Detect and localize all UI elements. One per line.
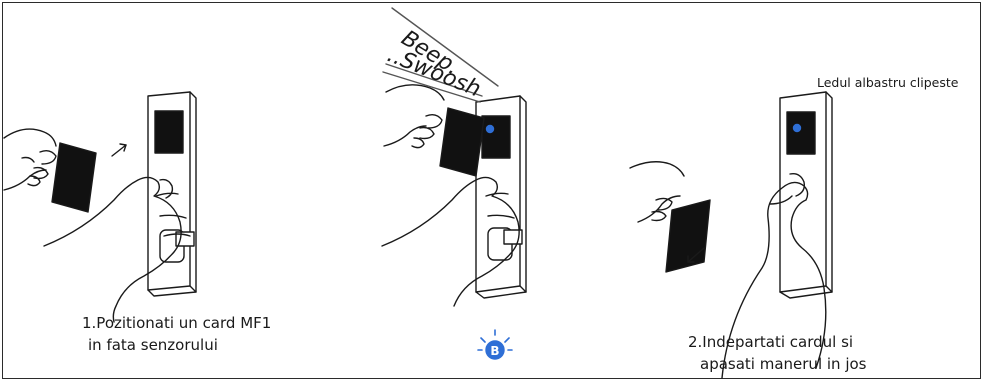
caption-step-2-line-1: 2.Indepartati cardul si bbox=[688, 333, 854, 351]
access-card bbox=[665, 199, 711, 273]
panel-1-hand-on-handle bbox=[43, 176, 191, 323]
reader-window bbox=[481, 115, 511, 159]
caption-step-1: 1.Pozitionati un card MF1 in fata senzor… bbox=[82, 312, 271, 356]
led-note: Ledul albastru clipeste bbox=[817, 75, 959, 90]
caption-step-2-line-2: apasati manerul in jos bbox=[700, 355, 867, 373]
sound-effect: Beep. ..Swoosh bbox=[382, 7, 499, 103]
panel-3-lock bbox=[779, 91, 833, 299]
panel-1-hand-with-card bbox=[3, 128, 97, 213]
led-blue-indicator bbox=[485, 124, 495, 134]
panel-3-hand-pressing-handle bbox=[721, 181, 827, 379]
led-blue-indicator bbox=[792, 123, 802, 133]
motion-arrow-1-head bbox=[119, 143, 127, 152]
access-card bbox=[439, 107, 485, 177]
caption-step-1-line-2: in fata senzorului bbox=[88, 336, 218, 354]
led-blink-badge: B bbox=[477, 329, 513, 360]
reader-window bbox=[154, 110, 184, 154]
access-card bbox=[51, 142, 97, 213]
panel-2-hand-on-handle bbox=[381, 176, 520, 307]
motion-arrow-1 bbox=[111, 144, 127, 157]
motion-arrow-3 bbox=[687, 247, 705, 263]
panel-3-hand-with-card bbox=[629, 161, 711, 273]
caption-step-2: 2.Indepartati cardul si apasati manerul … bbox=[688, 331, 866, 375]
panel-2-hand-with-card bbox=[383, 84, 485, 177]
reader-window bbox=[786, 111, 816, 155]
panel-2-lock bbox=[475, 95, 527, 299]
caption-step-1-line-1: 1.Pozitionati un card MF1 bbox=[82, 314, 272, 332]
motion-arrow-3-head bbox=[687, 255, 695, 263]
led-badge-letter: B bbox=[490, 344, 499, 358]
